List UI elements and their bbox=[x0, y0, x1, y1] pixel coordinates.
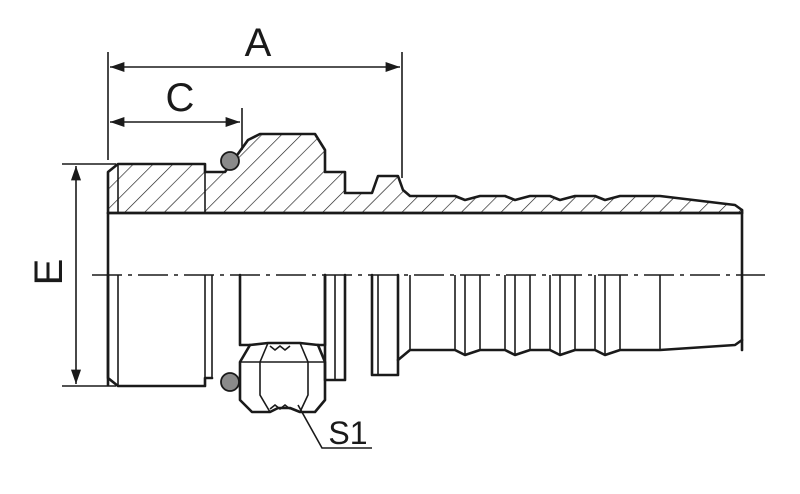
hex-body bbox=[238, 343, 327, 414]
sectioned-body bbox=[106, 132, 744, 215]
dimension-e: E bbox=[27, 163, 116, 387]
hex-chamfer-mark-bottom bbox=[269, 403, 291, 411]
label-e: E bbox=[27, 259, 71, 286]
section-outline bbox=[106, 132, 744, 215]
label-c: C bbox=[166, 76, 195, 120]
groove-ring bbox=[370, 273, 400, 377]
tail-outline bbox=[396, 338, 744, 362]
label-s1: S1 bbox=[328, 415, 367, 451]
thread-outline-lower bbox=[106, 273, 214, 388]
label-a: A bbox=[245, 21, 272, 65]
leader-line-s1 bbox=[297, 404, 372, 449]
dimension-c: C bbox=[110, 76, 243, 150]
dimension-a: A bbox=[107, 21, 403, 178]
leader-s1: S1 bbox=[297, 404, 372, 451]
hex-flat-line bbox=[259, 342, 309, 413]
hex-chamfer-mark-top bbox=[269, 344, 291, 352]
hex-outline bbox=[238, 273, 327, 347]
o-ring-upper bbox=[220, 151, 240, 171]
o-ring-lower bbox=[220, 372, 240, 392]
outside-view bbox=[106, 273, 744, 414]
